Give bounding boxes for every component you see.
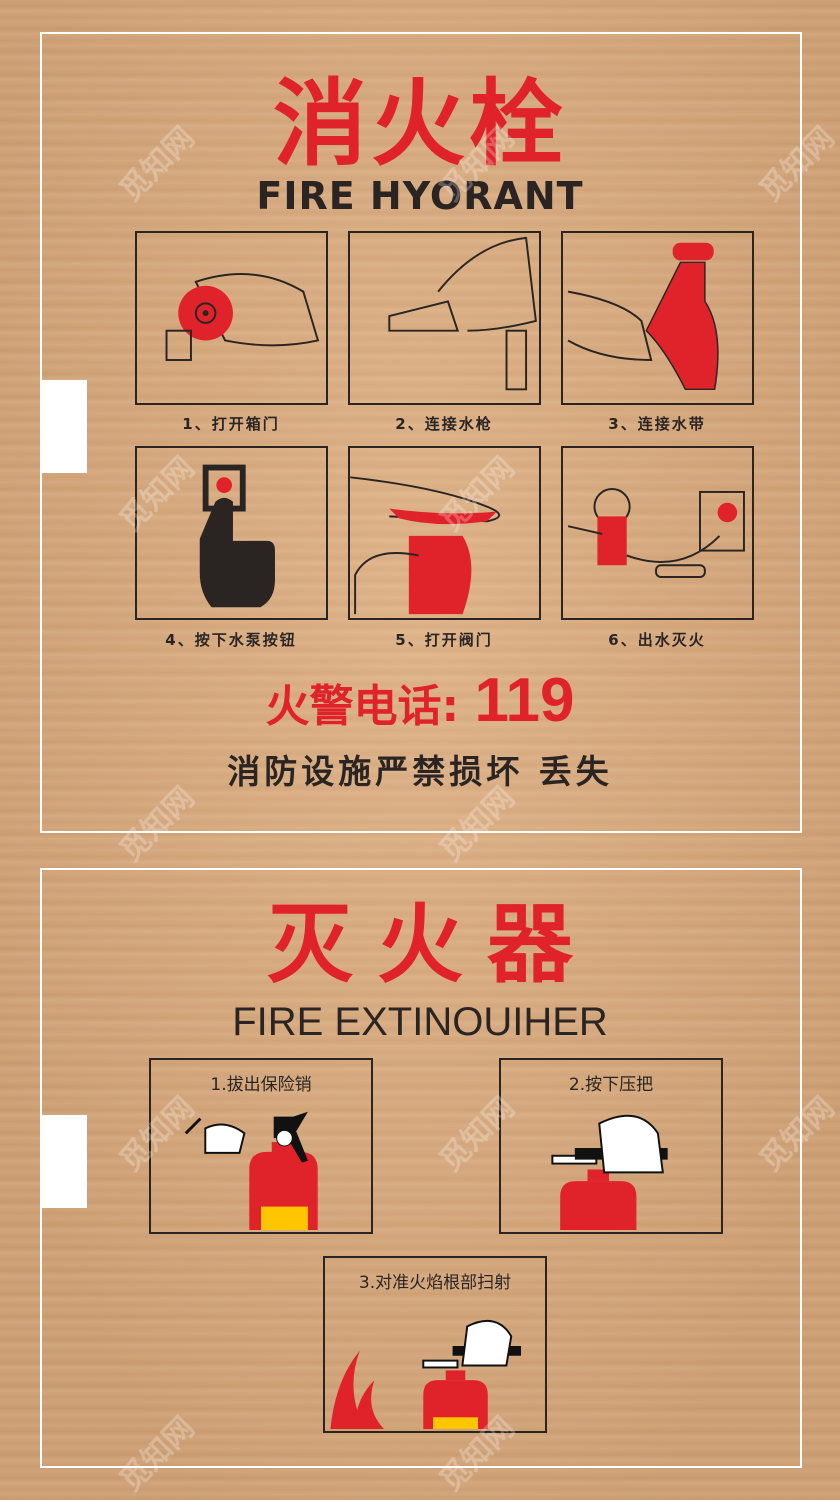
fire-phone: 火警电话: 119 bbox=[0, 668, 840, 740]
step-2-label: 2、连接水枪 bbox=[395, 415, 493, 433]
ext-step-2-label: 2.按下压把 bbox=[568, 1075, 654, 1095]
step-4-label: 4、按下水泵按钮 bbox=[165, 631, 297, 649]
warning-text: 消防设施严禁损坏 丢失 bbox=[227, 752, 613, 791]
fire-phone-label: 火警电话: bbox=[265, 681, 460, 732]
step-4-image bbox=[135, 446, 328, 620]
step-1-image bbox=[135, 231, 328, 405]
step-5-image bbox=[348, 446, 541, 620]
fire-phone-number: 119 bbox=[474, 666, 575, 735]
panel-notch bbox=[40, 380, 87, 473]
step-3-image bbox=[561, 231, 754, 405]
extinguisher-title: 灭火器 bbox=[267, 895, 597, 995]
step-6-label: 6、出水灭火 bbox=[608, 631, 706, 649]
ext-step-3-label: 3.对准火焰根部扫射 bbox=[358, 1273, 512, 1293]
step-2-image bbox=[348, 231, 541, 405]
ext-step-3: 3.对准火焰根部扫射 bbox=[323, 1256, 547, 1433]
ext-step-2: 2.按下压把 bbox=[499, 1058, 723, 1234]
step-5-label: 5、打开阀门 bbox=[395, 631, 493, 649]
ext-step-1: 1.拔出保险销 bbox=[149, 1058, 373, 1234]
step-1-label: 1、打开箱门 bbox=[182, 415, 280, 433]
extinguisher-subtitle: FIRE EXTINOUIHER bbox=[232, 1000, 608, 1044]
panel-notch bbox=[40, 1115, 87, 1208]
hydrant-subtitle: FIRE HYORANT bbox=[256, 174, 584, 218]
step-3-label: 3、连接水带 bbox=[608, 415, 706, 433]
step-6-image bbox=[561, 446, 754, 620]
hydrant-title: 消火栓 bbox=[272, 70, 567, 179]
ext-step-1-label: 1.拔出保险销 bbox=[210, 1075, 312, 1095]
